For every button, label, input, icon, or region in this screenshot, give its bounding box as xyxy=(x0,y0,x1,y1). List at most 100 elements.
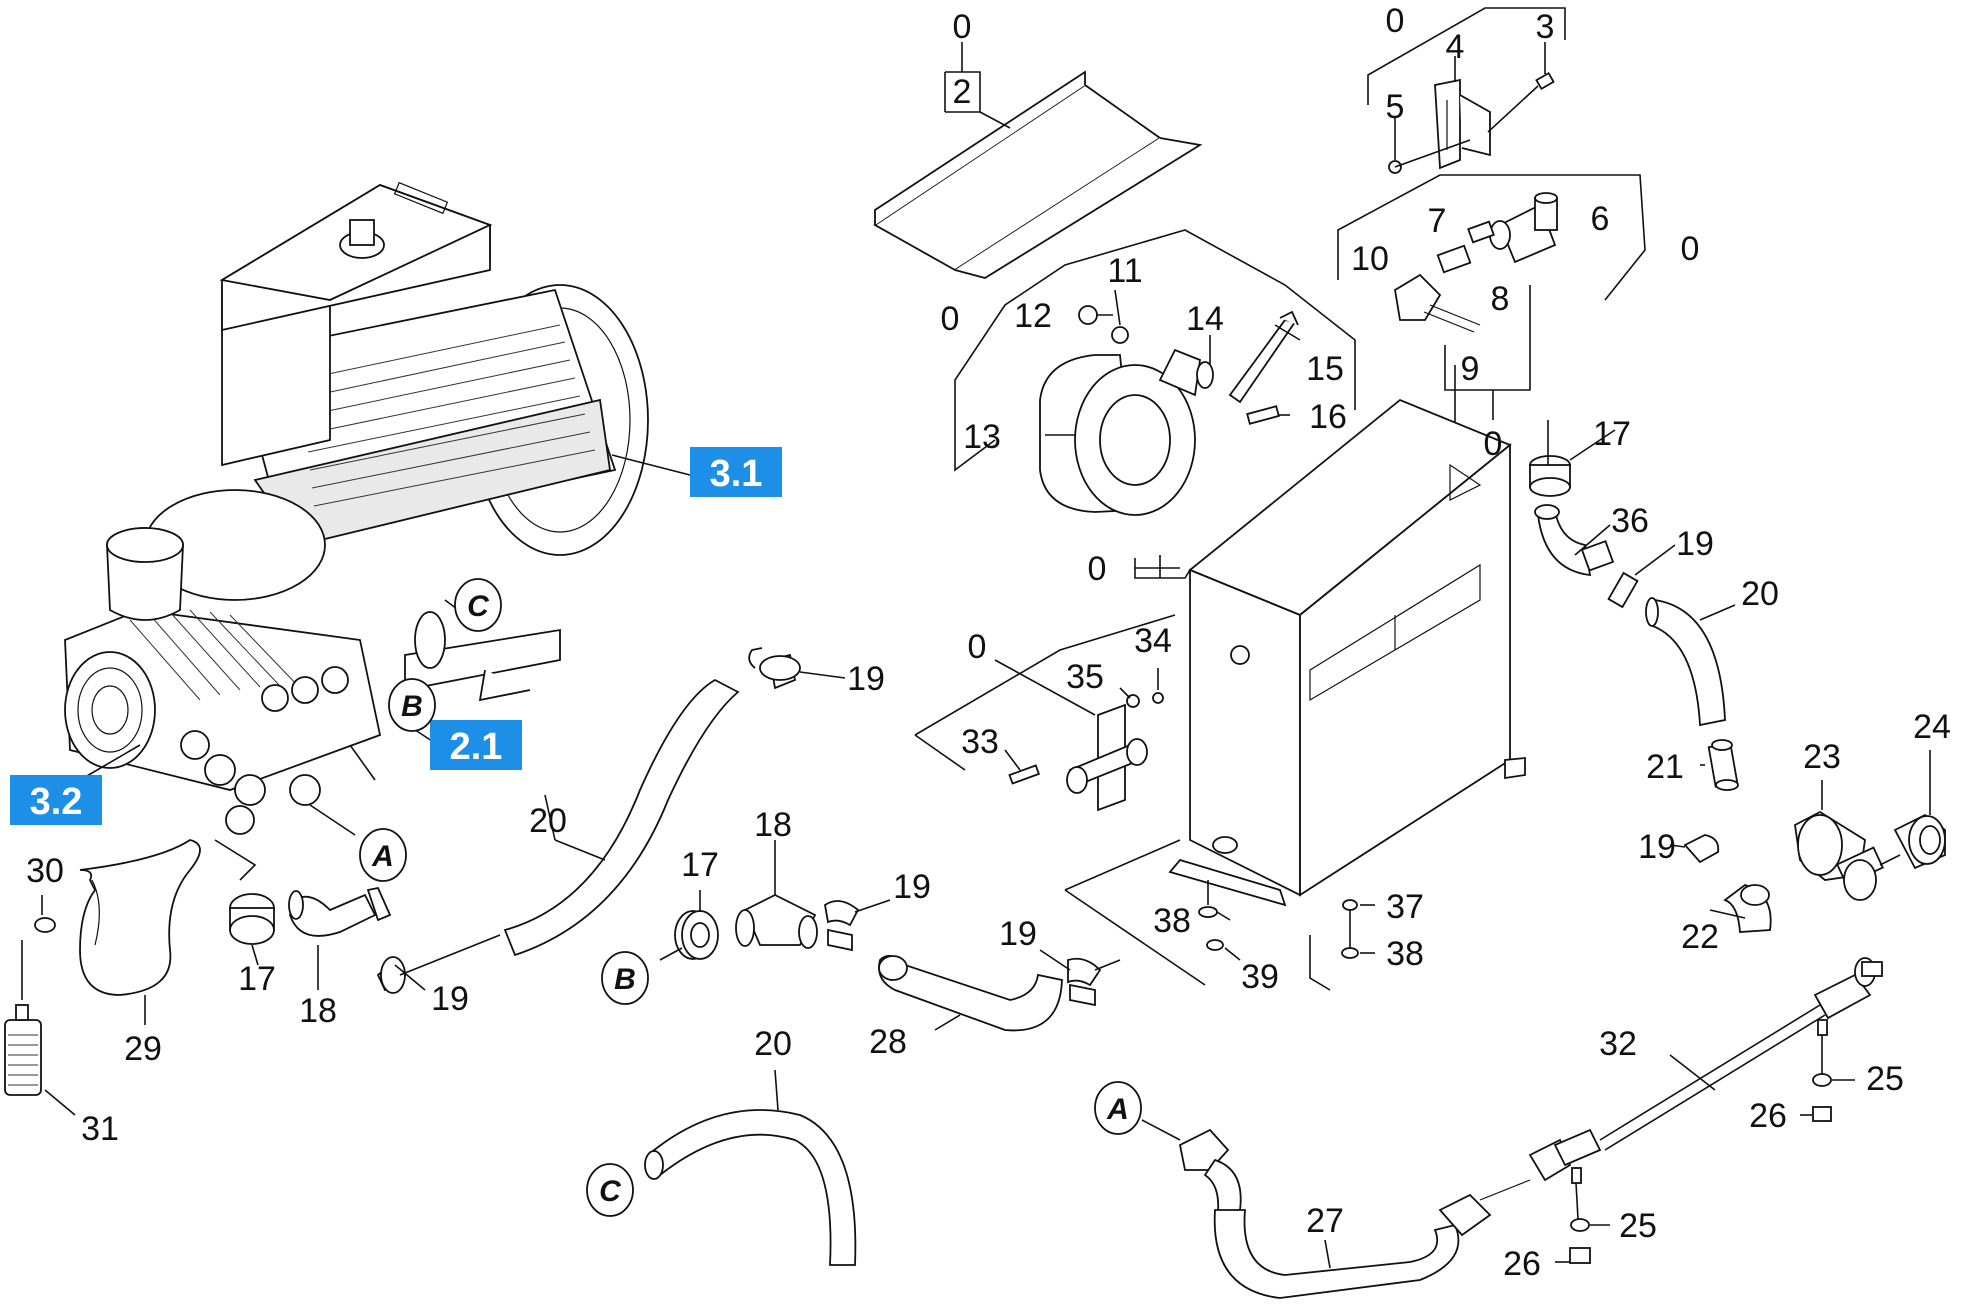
part-label: 15 xyxy=(1306,350,1344,388)
connector-a-hose: A xyxy=(1094,1081,1142,1135)
part-label: 0 xyxy=(1386,2,1405,40)
svg-text:B: B xyxy=(614,963,636,996)
part-label: 17 xyxy=(1593,415,1631,453)
part-label: 10 xyxy=(1351,240,1389,278)
part-number-labels: 0 2 0 3 4 5 6 7 8 9 10 0 0 11 12 13 14 1… xyxy=(26,2,1951,1283)
part-label: 16 xyxy=(1309,398,1347,436)
callout-3-2-label: 3.2 xyxy=(30,781,83,823)
part-label: 25 xyxy=(1619,1207,1657,1245)
leader-29-31 xyxy=(41,895,146,1116)
part-label: 18 xyxy=(754,806,792,844)
fitting-17-36 xyxy=(1529,455,1726,727)
part-label: 26 xyxy=(1503,1245,1541,1283)
valve-assembly-6-10 xyxy=(1394,192,1558,333)
part-label: 19 xyxy=(893,868,931,906)
part-label: 18 xyxy=(299,992,337,1030)
fittings-21-24 xyxy=(1683,739,1946,933)
part-label: 38 xyxy=(1153,902,1191,940)
callout-2-1[interactable]: 2.1 xyxy=(430,720,522,770)
part-label: 19 xyxy=(999,915,1037,953)
part-label: 22 xyxy=(1681,918,1719,956)
fittings-17-18-19-28 xyxy=(674,893,1102,1032)
callout-3-2[interactable]: 3.2 xyxy=(10,775,102,825)
part-label: 31 xyxy=(81,1110,119,1148)
callout-3-1-label: 3.1 xyxy=(710,453,763,495)
callout-3-1[interactable]: 3.1 xyxy=(690,447,782,497)
bracket-0-2 xyxy=(944,42,1011,129)
water-tank xyxy=(1168,398,1526,907)
part-label: 38 xyxy=(1386,935,1424,973)
svg-text:C: C xyxy=(467,590,490,623)
part-label: 39 xyxy=(1241,958,1279,996)
part-label: 20 xyxy=(1741,575,1779,613)
connector-a-pump: A xyxy=(359,828,407,882)
svg-text:B: B xyxy=(401,690,423,723)
part-label: 0 xyxy=(1484,425,1503,463)
bracket-0-33-35 xyxy=(914,614,1176,771)
svg-text:A: A xyxy=(371,840,394,873)
part-label: 20 xyxy=(754,1025,792,1063)
part-label: 2 xyxy=(953,73,972,111)
cover-plate-part-2 xyxy=(873,70,1203,279)
suction-29-31 xyxy=(4,839,201,1096)
part-label: 7 xyxy=(1428,202,1447,240)
pump-head xyxy=(64,527,382,835)
part-label: 17 xyxy=(681,846,719,884)
fittings-17-18-19-left xyxy=(229,886,392,945)
part-label: 14 xyxy=(1186,300,1224,338)
part-label: 13 xyxy=(963,418,1001,456)
part-label: 19 xyxy=(1638,828,1676,866)
part-label: 23 xyxy=(1803,738,1841,776)
leader-17-36-19-20 xyxy=(1547,420,1736,621)
leader-17-18-19-28 xyxy=(659,840,1121,1031)
connector-c-hose: C xyxy=(586,1163,634,1217)
part-label: 0 xyxy=(968,628,987,666)
part-label: 21 xyxy=(1646,748,1684,786)
leader-25-27-32 xyxy=(1141,1035,1855,1269)
leader-19-20-middle xyxy=(399,671,846,976)
part-label: 30 xyxy=(26,852,64,890)
part-label: 20 xyxy=(529,802,567,840)
part-label: 17 xyxy=(238,960,276,998)
part-label: 24 xyxy=(1913,708,1951,746)
part-label: 11 xyxy=(1107,252,1142,290)
part-label: 19 xyxy=(431,980,469,1018)
part-label: 27 xyxy=(1306,1202,1344,1240)
part-label: 37 xyxy=(1386,888,1424,926)
roller-assembly-11-16 xyxy=(1039,305,1299,516)
part-label: 0 xyxy=(1681,230,1700,268)
bracket-part-4 xyxy=(1388,71,1555,174)
part-label: 0 xyxy=(941,300,960,338)
svg-text:C: C xyxy=(599,1175,622,1208)
part-label: 28 xyxy=(869,1023,907,1061)
part-label: 8 xyxy=(1491,280,1510,318)
bracket-0-3-5 xyxy=(1367,7,1566,168)
hose-20-middle xyxy=(376,647,801,994)
part-label: 25 xyxy=(1866,1060,1904,1098)
part-label: 5 xyxy=(1386,88,1405,126)
part-label: 36 xyxy=(1611,502,1649,540)
connector-c-motor: C xyxy=(454,578,502,632)
screws-37-39 xyxy=(1198,880,1375,961)
part-label: 34 xyxy=(1134,622,1172,660)
part-label: 3 xyxy=(1536,8,1555,46)
connector-b-pump: B xyxy=(388,678,436,732)
part-label: 19 xyxy=(1676,525,1714,563)
part-label: 32 xyxy=(1599,1025,1637,1063)
part-label: 12 xyxy=(1014,297,1052,335)
svg-text:A: A xyxy=(1106,1093,1129,1126)
callout-2-1-label: 2.1 xyxy=(450,726,503,768)
part-label: 6 xyxy=(1591,200,1610,238)
lance-32-hose-27 xyxy=(1178,957,1883,1299)
part-label: 33 xyxy=(961,723,999,761)
leader-17-18-19-left xyxy=(214,839,426,991)
bracket-0-tank xyxy=(1064,555,1331,991)
part-label: 29 xyxy=(124,1030,162,1068)
part-label: 19 xyxy=(847,660,885,698)
bracket-0-11-16 xyxy=(954,229,1356,472)
part-label: 9 xyxy=(1461,350,1480,388)
part-label: 4 xyxy=(1446,28,1465,66)
part-label: 0 xyxy=(1088,550,1107,588)
motor-assembly xyxy=(144,181,649,702)
